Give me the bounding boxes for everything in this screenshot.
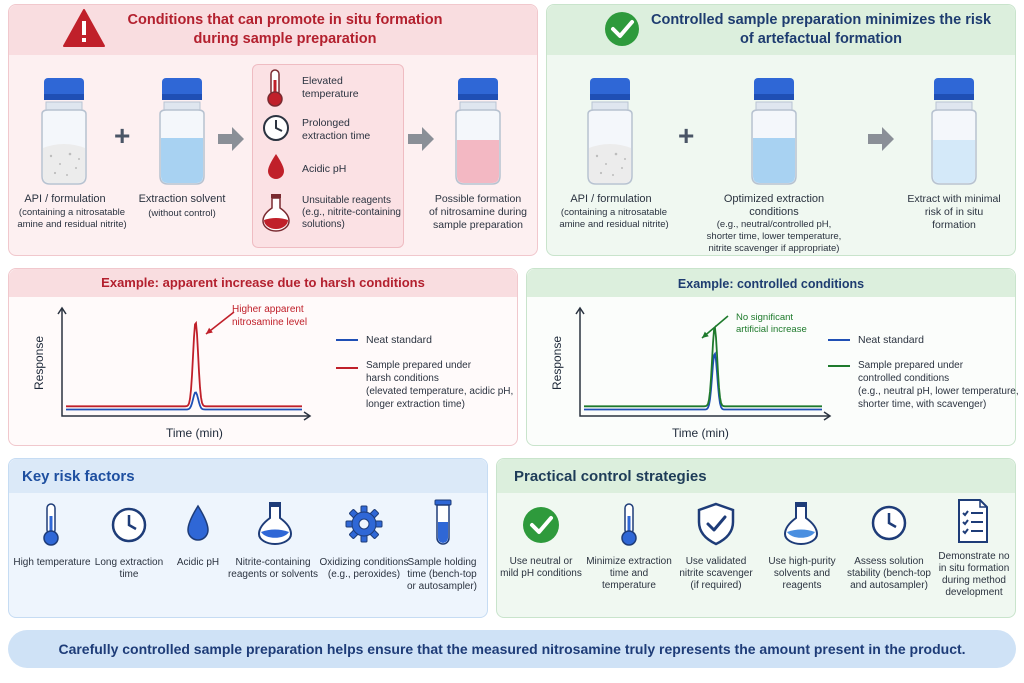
vial-api-powder-icon [587, 78, 633, 185]
vial-optimized-solvent-icon [751, 78, 797, 185]
legend-line-neat [828, 339, 850, 341]
vial-api-powder-icon [41, 78, 87, 185]
chart-controlled-annotation: No significant artificial increase [736, 312, 807, 335]
chart-controlled-ylabel: Response [550, 335, 565, 391]
arrow-right-icon [218, 127, 244, 151]
clock-icon [871, 505, 907, 541]
checklist-icon [958, 499, 988, 543]
plus-icon: + [114, 120, 131, 151]
footer-banner: Carefully controlled sample preparation … [8, 630, 1016, 668]
legend-line-neat [336, 339, 358, 341]
flask-icon [257, 502, 293, 545]
chart-axes [61, 308, 310, 417]
panel-strategies-title-bar [497, 459, 1015, 493]
chart-controlled-title-bar [527, 269, 1015, 297]
vial-solvent-icon [159, 78, 205, 185]
result-minimal-risk: Extract with minimal risk of in situ for… [907, 193, 1001, 231]
strategy-label-scavenger: Use validated nitrite scavenger (if requ… [679, 556, 753, 591]
clock-icon [111, 507, 147, 543]
legend-neat-label: Neat standard [366, 334, 432, 346]
chart-harsh-svg [57, 306, 312, 421]
strategy-label-ph: Use neutral or mild pH conditions [500, 556, 582, 579]
condition-time: Prolonged extraction time [302, 117, 371, 142]
risk-label-holding: Sample holding time (bench-top or autosa… [406, 557, 478, 592]
thermometer-icon [621, 503, 637, 546]
panel-controlled-title: Controlled sample preparation minimizes … [650, 12, 992, 47]
annotation-arrowhead [702, 331, 709, 338]
chart-harsh-xlabel: Time (min) [166, 426, 223, 440]
check-circle-icon [605, 12, 639, 46]
y-axis-arrowhead [575, 306, 585, 315]
x-axis-arrowhead [303, 411, 312, 421]
gear-icon [345, 505, 383, 543]
vial-api-label: API / formulation [24, 193, 106, 205]
strategies-title: Practical control strategies [514, 468, 707, 485]
chart-controlled-svg [575, 306, 832, 421]
vial-nitrosamine-icon [455, 78, 501, 185]
vial-api-sublabel: (containing a nitrosatable amine and res… [17, 207, 127, 230]
arrow-right-icon [868, 127, 894, 151]
vial-solvent-sublabel: (without control) [148, 208, 216, 219]
result-possible-formation: Possible formation of nitrosamine during… [428, 193, 528, 231]
clock-icon [263, 115, 289, 141]
strategy-label-purity: Use high-purity solvents and reagents [768, 556, 836, 591]
chart-harsh-title-bar [9, 269, 517, 297]
key-risk-title: Key risk factors [22, 468, 135, 485]
legend-neat-label: Neat standard [858, 334, 924, 346]
x-axis-arrowhead [823, 411, 832, 421]
legend-line-harsh [336, 367, 358, 369]
warning-icon [63, 9, 105, 47]
chart-controlled-title: Example: controlled conditions [677, 277, 865, 291]
panel-conditions-title: Conditions that can promote in situ form… [127, 12, 443, 47]
strategy-label-stability: Assess solution stability (bench-top and… [847, 556, 931, 591]
chart-harsh-title: Example: apparent increase due to harsh … [101, 275, 425, 290]
vial-api-label: API / formulation [570, 193, 652, 205]
vial-solvent-label: Extraction solvent [138, 193, 226, 205]
strategy-label-demonstrate: Demonstrate no in situ formation during … [938, 551, 1010, 598]
droplet-icon [268, 154, 284, 179]
thermometer-icon [43, 503, 59, 546]
risk-label-nitrite: Nitrite-containing reagents or solvents [227, 557, 319, 580]
vial-optimized-label: Optimized extraction conditions [723, 193, 825, 218]
chart-harsh-ylabel: Response [32, 335, 47, 391]
flask-icon [262, 194, 290, 232]
panel-key-risk-title-bar [9, 459, 487, 493]
chart-harsh-annotation: Higher apparent nitrosamine level [232, 304, 308, 328]
chart-controlled-xlabel: Time (min) [672, 426, 729, 440]
risk-label-acidic: Acidic pH [176, 557, 220, 568]
thermometer-icon [267, 69, 283, 107]
condition-temperature: Elevated temperature [302, 75, 359, 100]
arrow-right-icon [408, 127, 434, 151]
plus-icon: + [678, 120, 695, 151]
legend-line-controlled [828, 365, 850, 367]
condition-acidic: Acidic pH [302, 163, 347, 175]
vial-api-sublabel: (containing a nitrosatable amine and res… [559, 207, 669, 230]
check-circle-icon [523, 507, 559, 543]
risk-label-temperature: High temperature [13, 557, 91, 568]
series-line-neat-standard [584, 351, 822, 411]
series-line-neat-standard [66, 391, 302, 411]
vial-clean-extract-icon [931, 78, 977, 185]
strategy-label-time-temp: Minimize extraction time and temperature [586, 556, 672, 591]
vial-optimized-sublabel: (e.g., neutral/controlled pH, shorter ti… [706, 219, 842, 254]
risk-label-time: Long extraction time [94, 557, 164, 580]
droplet-icon [187, 504, 209, 541]
series-line-sample [584, 324, 822, 408]
condition-reagents: Unsuitable reagents (e.g., nitrite-conta… [302, 195, 401, 230]
chart-axes [579, 308, 830, 417]
risk-label-oxidizing: Oxidizing conditions (e.g., peroxides) [319, 557, 409, 580]
test-tube-icon [434, 499, 452, 545]
legend-controlled-label: Sample prepared under controlled conditi… [858, 360, 1019, 410]
annotation-arrowhead [206, 327, 213, 334]
y-axis-arrowhead [57, 306, 67, 315]
flask-icon [783, 502, 819, 545]
shield-check-icon [697, 502, 735, 546]
series-line-sample [66, 320, 302, 408]
legend-harsh-label: Sample prepared under harsh conditions (… [366, 360, 514, 410]
